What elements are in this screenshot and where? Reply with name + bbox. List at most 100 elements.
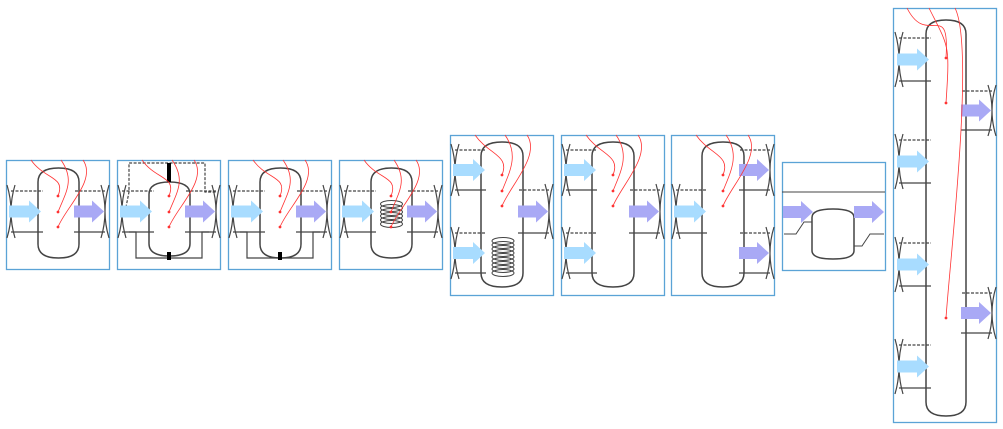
temperature-sensor-wire (168, 159, 198, 228)
outlet-pipe (854, 233, 884, 247)
outlet-arrow-icon (854, 201, 884, 223)
outlet-arrow-icon (961, 99, 991, 122)
tank-with-bypass (116, 159, 222, 271)
inlet-arrow-icon (453, 242, 485, 264)
temperature-sensor-wire (390, 159, 420, 228)
outlet-arrow-icon (74, 200, 104, 223)
temperature-sensor-wire (30, 159, 61, 197)
heat-exchanger-coil-icon (491, 265, 515, 273)
temperature-sensor-wire (612, 134, 642, 207)
temperature-sensor-wire (945, 7, 964, 319)
heat-exchanger-coil-icon (491, 269, 515, 277)
multi-port-tank (892, 7, 998, 424)
tank-shell (811, 208, 855, 260)
outlet-arrow-icon (296, 200, 326, 223)
port-flange-icon (544, 183, 554, 240)
port-flange-icon (211, 184, 221, 239)
temperature-sensor-icon (721, 204, 725, 208)
tank-shell (37, 167, 80, 259)
temperature-sensor-icon (167, 225, 171, 229)
temperature-sensor-wire (501, 134, 531, 207)
outlet-arrow-icon (629, 200, 659, 223)
temperature-sensor-wire (57, 159, 87, 228)
heat-exchanger-coil-icon (491, 257, 515, 265)
port-flange-icon (987, 286, 997, 340)
temperature-sensor-wire (279, 159, 309, 228)
inlet-arrow-icon (120, 200, 152, 223)
port-flange-icon (433, 184, 443, 239)
temperature-sensor-wire (722, 134, 734, 192)
bottom-connector (278, 252, 282, 260)
outlet-arrow-icon (185, 200, 215, 223)
temperature-sensor-wire (474, 134, 505, 176)
heat-exchanger-coil-icon (491, 245, 515, 253)
port-flange-icon (100, 184, 110, 239)
mixing-volume (781, 161, 887, 272)
tank-shell (370, 167, 413, 259)
temperature-sensor-wire (928, 7, 949, 104)
inlet-arrow-icon (9, 200, 41, 223)
temperature-sensor-wire (279, 159, 291, 213)
temperature-sensor-wire (141, 159, 172, 197)
temperature-sensor-wire (695, 134, 726, 176)
inlet-arrow-icon (564, 159, 596, 181)
tank-shell (591, 141, 635, 288)
port-flange-icon (765, 226, 775, 280)
temperature-sensor-wire (612, 134, 624, 192)
temperature-sensor-wire (585, 134, 616, 176)
tall-tank-two-inlets (560, 134, 666, 297)
heat-exchanger-coil-icon (491, 261, 515, 269)
heat-exchanger-coil-icon (491, 253, 515, 261)
inlet-arrow-icon (897, 48, 929, 71)
tall-tank-with-coil (449, 134, 555, 297)
inlet-arrow-icon (897, 253, 929, 276)
inlet-arrow-icon (564, 242, 596, 264)
icon-frame (892, 7, 998, 424)
tall-tank-two-outlets (670, 134, 776, 297)
top-connector (167, 163, 171, 182)
temperature-sensor-icon (389, 210, 393, 214)
temperature-sensor-icon (944, 56, 948, 60)
tank-shell (480, 141, 524, 288)
temperature-sensor-icon (278, 210, 282, 214)
temperature-sensor-icon (944, 316, 948, 320)
outlet-arrow-icon (518, 200, 548, 223)
inlet-arrow-icon (897, 150, 929, 173)
inlet-arrow-icon (897, 355, 929, 378)
heat-exchanger-coil-icon (491, 241, 515, 249)
tank-with-bottom-connection (227, 159, 333, 271)
temperature-sensor-wire (168, 159, 180, 213)
inlet-pipe (784, 221, 812, 235)
temperature-sensor-icon (611, 189, 615, 193)
temperature-sensor-icon (389, 225, 393, 229)
bottom-connector (167, 252, 171, 260)
port-flange-icon (765, 143, 775, 197)
tank-with-coil (338, 159, 444, 271)
outlet-arrow-icon (407, 200, 437, 223)
inlet-arrow-icon (783, 201, 813, 223)
port-flange-icon (322, 184, 332, 239)
heat-exchanger-coil-icon (380, 200, 403, 208)
inlet-arrow-icon (674, 200, 706, 223)
temperature-sensor-icon (56, 210, 60, 214)
heat-exchanger-coil-icon (491, 249, 515, 257)
outlet-arrow-icon (739, 242, 769, 264)
temperature-sensor-icon (167, 210, 171, 214)
tank-shell (148, 181, 191, 257)
tank-shell (259, 167, 302, 259)
temperature-sensor-icon (278, 225, 282, 229)
temperature-sensor-icon (721, 173, 725, 177)
temperature-sensor-wire (501, 134, 513, 192)
port-flange-icon (987, 84, 997, 137)
temperature-sensor-icon (500, 189, 504, 193)
port-flange-icon (655, 183, 665, 240)
temperature-sensor-icon (167, 194, 171, 198)
heat-exchanger-coil-icon (380, 208, 403, 216)
tank-basic (5, 159, 111, 271)
temperature-sensor-wire (252, 159, 283, 197)
temperature-sensor-icon (56, 225, 60, 229)
temperature-sensor-icon (500, 173, 504, 177)
temperature-sensor-icon (944, 101, 948, 105)
inlet-arrow-icon (231, 200, 263, 223)
